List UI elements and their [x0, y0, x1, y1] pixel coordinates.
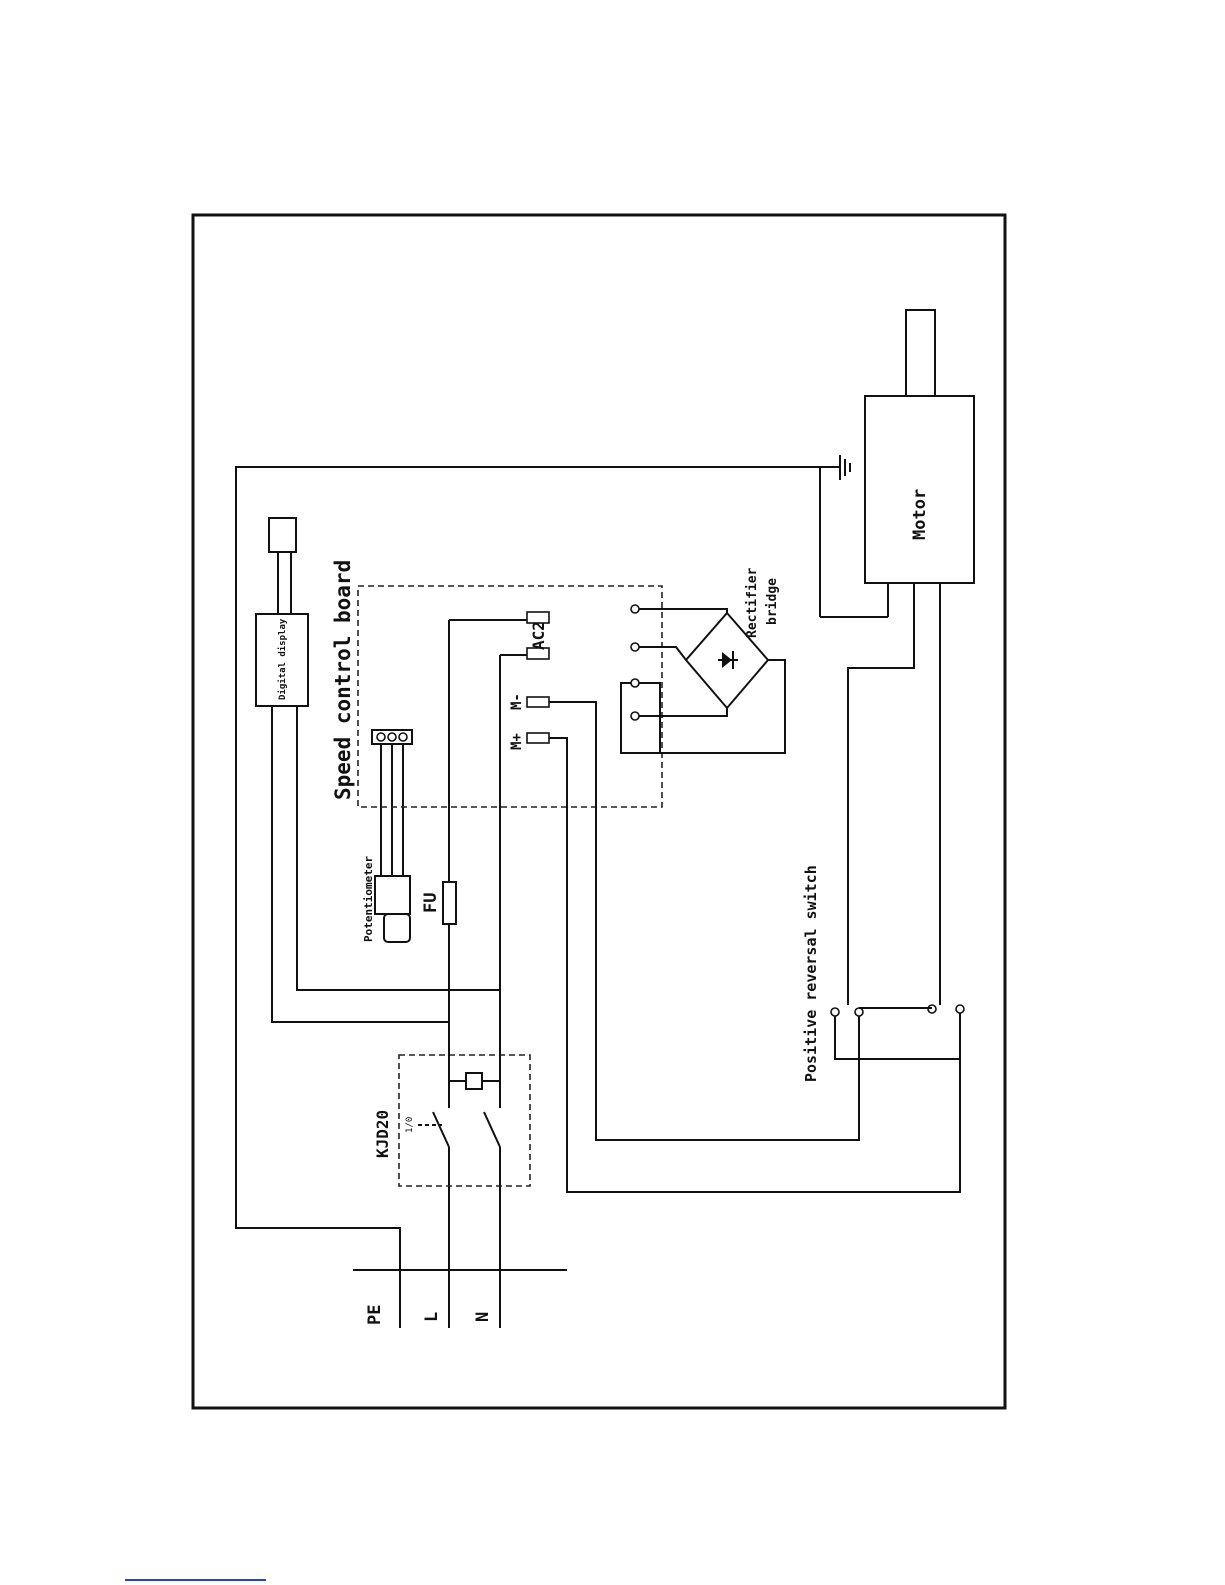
rectifier-label: Rectifier [745, 567, 760, 638]
rectifier-bridge [621, 605, 785, 753]
display-sensor [269, 518, 296, 552]
bridge-label: bridge [765, 578, 780, 625]
fuse [443, 882, 456, 924]
potentiometer [372, 730, 412, 942]
ground-icon [840, 455, 850, 480]
speed-control-board-label: Speed control board [331, 560, 355, 800]
reversal-switch [831, 1005, 964, 1059]
m-minus-terminal [527, 697, 549, 707]
diagram-frame [193, 215, 1005, 1408]
m-minus-label: M- [509, 693, 525, 710]
m-plus-wire [549, 738, 960, 1192]
pe-label: PE [365, 1305, 385, 1325]
potentiometer-label: Potentiometer [362, 856, 375, 942]
l-to-board [449, 620, 527, 1020]
n-label: N [473, 1312, 493, 1322]
switch-label: Positive reversal switch [802, 865, 820, 1082]
m-plus-terminal [527, 733, 549, 743]
kjd20-small-label: 1/0 [405, 1117, 415, 1133]
kjd20-switch [399, 1020, 530, 1186]
digital-display-label: Digital display [277, 618, 288, 700]
motor-switch-wires [848, 583, 940, 1005]
m-plus-label: M+ [509, 733, 525, 750]
ac2-label: AC2 [529, 621, 548, 650]
fu-label: FU [421, 893, 441, 913]
l-label: L [422, 1312, 442, 1322]
motor-shaft [906, 310, 935, 396]
kjd20-label: KJD20 [373, 1110, 392, 1158]
motor-label: Motor [910, 489, 930, 540]
